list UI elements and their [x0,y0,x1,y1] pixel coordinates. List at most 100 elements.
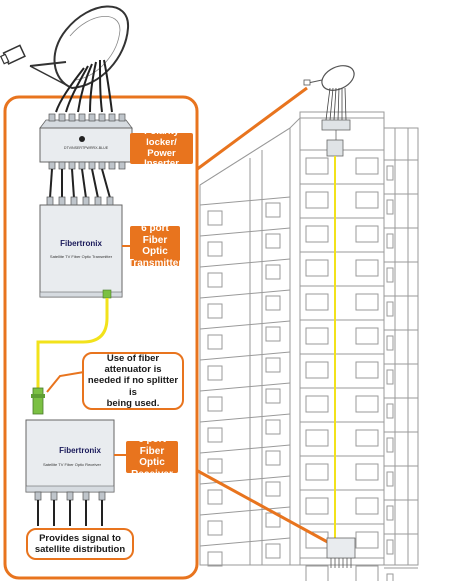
window [355,225,379,243]
transmitter-port [46,196,54,206]
window [305,463,329,481]
window [386,573,394,586]
window [386,199,394,215]
satellite-dish [0,5,130,113]
wing-window [265,450,281,466]
polarity-locker-device: DTVINSERTPWRRX-BLUE [39,113,133,170]
inserter-port [58,113,66,122]
inserter-port [98,161,106,170]
coax-output-cables [37,500,103,526]
wing-window [207,241,223,257]
window [355,293,379,311]
window [386,539,394,555]
transmitter-title: Satellite TV Fiber Optic Transmitter [50,254,113,259]
window [355,395,379,413]
window [386,437,394,453]
window [386,233,394,249]
window [305,497,329,515]
transmitter-port [106,196,114,206]
coax-cable [81,168,87,199]
wing-floor-line [199,382,291,392]
wing-window [265,233,281,249]
window [355,327,379,345]
wing-window [207,520,223,536]
window [305,293,329,311]
basement-receiver [326,537,356,568]
wing-floor-line [199,537,291,547]
fiber-transmitter-device: Fibertronix Satellite TV Fiber Optic Tra… [39,196,123,298]
wing-floor-line [199,351,291,361]
wing-window [265,543,281,559]
wing-floor-line [199,506,291,516]
wing-window [207,303,223,319]
coax-cable [91,168,99,199]
inserter-port [48,161,56,170]
window [355,463,379,481]
wing-window [207,210,223,226]
window [386,301,394,317]
distribution-note: Provides signal to satellite distributio… [26,528,134,560]
polarity-locker-callout: Polarity locker/ Power Inserter [130,126,193,169]
attenuator-note-line-3: being used. [106,398,160,410]
transmitter-port [94,196,102,206]
attenuator-note-line-2: needed if no splitter is [87,375,179,398]
receiver-brand: Fibertronix [59,446,101,455]
wing-window [265,481,281,497]
attenuator-note: Use of fiber attenuator is needed if no … [82,352,184,410]
inserter-port [78,161,86,170]
wing-window [207,365,223,381]
inserter-port [118,113,126,122]
inserter-port [88,161,96,170]
window [355,531,379,549]
transmitter-callout-line-2: Fiber Optic [142,234,168,258]
coax-cable [101,168,111,199]
window [305,565,329,583]
polarity-callout-line-2: Power Inserter [144,147,179,170]
apartment-building [199,111,419,566]
attenuator-note-line-1: Use of fiber attenuator is [104,352,162,375]
transmitter-callout-line-1: 6 port [141,223,169,234]
receiver-port [50,491,58,501]
receiver-port [34,491,42,501]
building-floors [199,149,418,586]
window [386,267,394,283]
polarity-callout-line-1: Polarity locker/ [144,125,179,148]
inserter-port [118,161,126,170]
receiver-port [82,491,90,501]
window [386,505,394,521]
wing-window [207,272,223,288]
wing-window [265,326,281,342]
window [305,157,329,175]
receiver-port [66,491,74,501]
window [355,429,379,447]
window [305,429,329,447]
coax-cables-to-transmitter [49,168,111,199]
wing-window [265,295,281,311]
leader-lines [195,86,334,547]
window [305,361,329,379]
window [386,369,394,385]
window [386,335,394,351]
coax-cable [49,168,53,199]
wing-floor-line [199,227,291,237]
wing-window [265,357,281,373]
transmitter-port [70,196,78,206]
window [305,259,329,277]
receiver-port [98,491,106,501]
inserter-model-label: DTVINSERTPWRRX-BLUE [64,146,109,150]
panel-leaders [46,245,130,456]
inserter-port [88,113,96,122]
window [305,191,329,209]
inserter-port [48,113,56,122]
wing-window [265,264,281,280]
fiber-jumper-cable [36,289,112,390]
inserter-port [58,161,66,170]
wing-window [265,419,281,435]
window [386,403,394,419]
coax-cable [71,168,75,199]
window [355,497,379,515]
inserter-port [98,113,106,122]
wing-window [265,388,281,404]
wing-floor-line [199,289,291,299]
